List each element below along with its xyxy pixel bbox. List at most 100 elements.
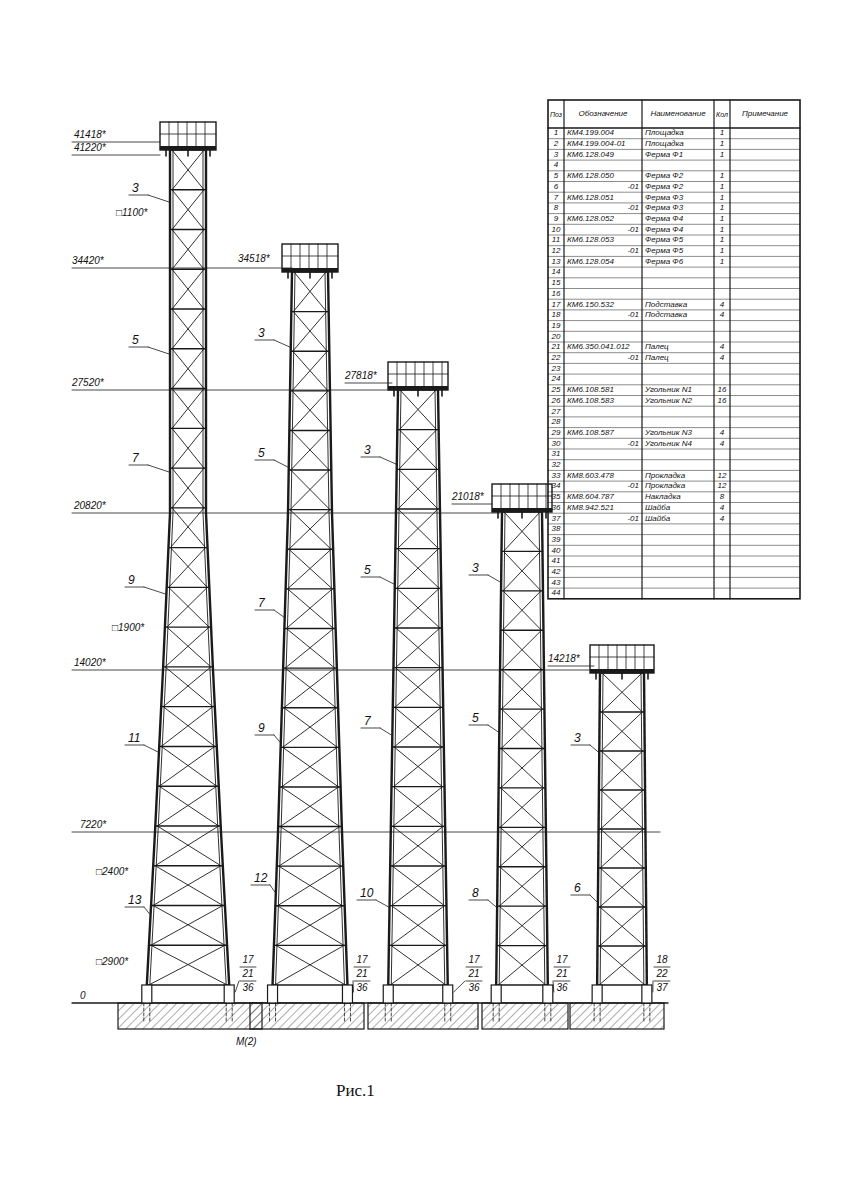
tower-brace (283, 747, 339, 787)
table-cell: 1 (720, 140, 724, 148)
platform-railing (160, 122, 216, 150)
platform-bracket (647, 673, 649, 679)
platform-post (300, 244, 301, 268)
anchor-bolt (594, 1003, 595, 1022)
table-row-line (548, 288, 800, 289)
table-cell: 37 (552, 515, 561, 523)
tower-strut (290, 390, 330, 391)
tower-brace (395, 707, 442, 747)
table-row-line (548, 202, 800, 203)
tower-brace (172, 349, 204, 389)
elevation-mark: 34518* (238, 254, 270, 264)
leader-shelf (251, 885, 270, 886)
tower-brace (172, 389, 204, 429)
table-row-line (548, 224, 800, 225)
table-cell: 38 (552, 525, 561, 533)
platform-post (442, 362, 443, 386)
platform-post (617, 645, 618, 669)
leg-pedestal (142, 985, 152, 1003)
foundation-block (570, 1003, 664, 1029)
tower-brace (397, 549, 439, 589)
leader-line (590, 745, 598, 752)
elevation-line (72, 513, 500, 514)
table-row-line (548, 213, 800, 214)
leader-shelf (129, 195, 148, 196)
tower-brace (157, 826, 221, 866)
tower-brace (392, 866, 444, 906)
tower-brace (503, 591, 541, 630)
table-cell: 1 (720, 129, 724, 137)
callout-number: 5 (132, 334, 139, 346)
part-reference: 18 (656, 955, 667, 965)
anchor-bolt (143, 1003, 144, 1022)
tower-strut (500, 669, 544, 670)
platform-railing (388, 362, 448, 390)
table-cell: 4 (720, 301, 724, 309)
table-cell: КМ6.128.052 (567, 215, 614, 223)
part-reference: 36 (468, 983, 479, 993)
leader-shelf (129, 465, 148, 466)
table-cell: КМ6.128.050 (567, 172, 614, 180)
leader-line (144, 907, 150, 914)
platform-bracket (165, 150, 167, 156)
callout-number: 3 (258, 327, 265, 339)
leader-line (488, 900, 496, 907)
table-row-line (548, 277, 800, 278)
platform-post (406, 362, 407, 386)
platform-post (635, 645, 636, 669)
part-reference: 17 (356, 955, 367, 965)
tower-brace (284, 708, 337, 748)
leader-line (353, 981, 354, 992)
table-row-line (548, 352, 800, 353)
elevation-mark: 7220* (80, 820, 106, 830)
table-cell: -01 (627, 247, 639, 255)
elevation-mark: 34420* (72, 256, 104, 266)
tower-brace (503, 551, 540, 590)
leader-line (553, 981, 555, 992)
leader-shelf (357, 900, 376, 901)
tower-brace (283, 708, 336, 748)
tower-strut (279, 786, 340, 787)
tower-brace (169, 548, 206, 588)
foundation-block (482, 1003, 568, 1029)
tower-brace (172, 508, 206, 548)
callout-number: 11 (128, 732, 140, 744)
platform-railing (282, 244, 338, 272)
table-cell: 24 (552, 375, 561, 383)
tower-strut (159, 746, 217, 747)
tower-leg (272, 272, 292, 1000)
tower-strut (390, 865, 446, 866)
lattice-tower (268, 244, 353, 1022)
tower-brace (161, 707, 213, 747)
platform-bracket (187, 150, 189, 156)
table-cell: -01 (627, 354, 639, 362)
platform-post (178, 122, 179, 146)
leader-line (488, 575, 500, 582)
table-cell: 6 (554, 183, 558, 191)
tower-leg (542, 512, 548, 1000)
tower-strut (170, 269, 206, 270)
table-row-line (548, 513, 800, 514)
tower-strut (395, 548, 440, 549)
tower-brace (159, 746, 215, 786)
tower-brace (501, 749, 543, 788)
tower-brace (286, 589, 332, 629)
table-row-line (548, 149, 800, 150)
table-cell: КМ4.199.004-01 (567, 140, 626, 148)
table-cell: 26 (552, 397, 561, 405)
foundation-block (368, 1003, 478, 1029)
table-row-line (548, 427, 800, 428)
table-row-line (548, 331, 800, 332)
tower-brace (498, 946, 545, 985)
tower-strut (287, 549, 333, 550)
tower-brace (172, 468, 204, 508)
tower-strut (397, 429, 438, 430)
table-cell: 28 (552, 418, 561, 426)
tower-leg (600, 673, 603, 1000)
platform-rail (590, 657, 654, 658)
platform-post (397, 362, 398, 386)
tower-brace (399, 430, 437, 470)
leg-pedestal (383, 985, 393, 1003)
tower-brace (395, 668, 441, 708)
tower-brace (276, 906, 343, 946)
